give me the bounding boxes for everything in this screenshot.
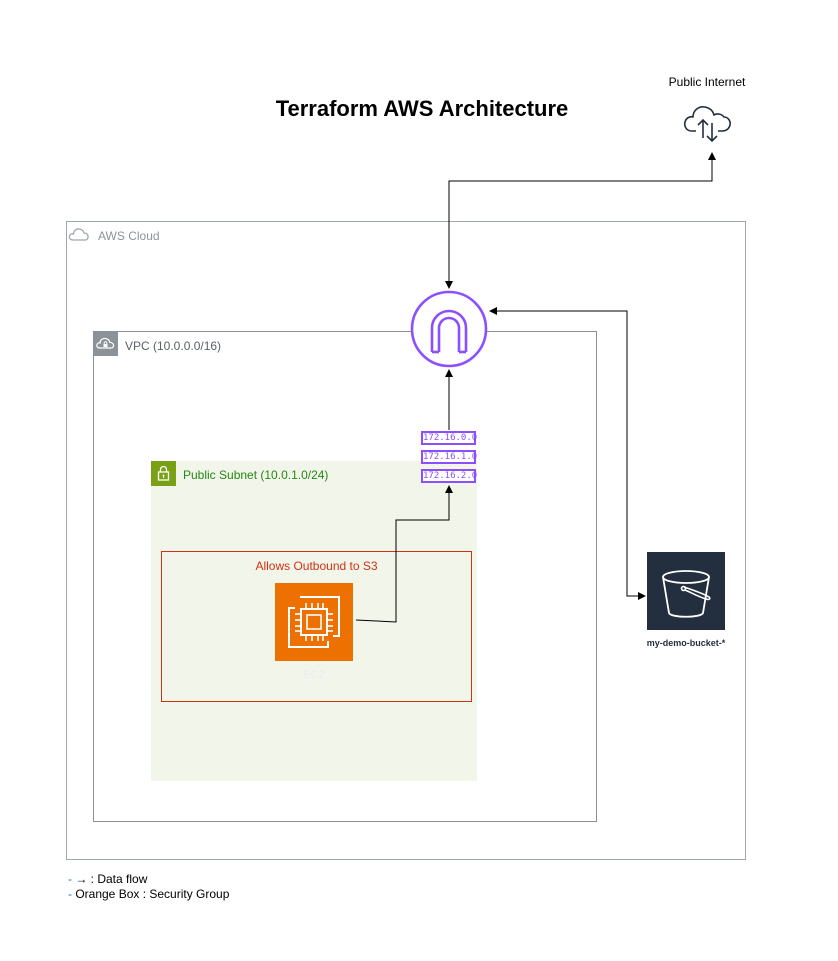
legend-text: → : Data flow <box>72 872 148 886</box>
security-group-box <box>161 551 472 702</box>
vpc-label: VPC (10.0.0.0/16) <box>125 339 222 353</box>
route-table-entry: 172.16.1.0 <box>421 450 478 464</box>
connector-internet-igw <box>445 152 716 289</box>
legend-bullet: - <box>68 887 72 901</box>
cloud-upload-download-icon <box>683 106 731 143</box>
public-subnet-label: Public Subnet (10.0.1.0/24) <box>183 468 329 482</box>
legend-item: - Orange Box : Security Group <box>68 887 229 901</box>
chip-icon[interactable] <box>275 583 353 661</box>
aws-cloud-group <box>66 221 746 860</box>
bucket-icon[interactable] <box>647 552 725 630</box>
internet-gateway-icon[interactable] <box>410 290 488 368</box>
public-internet-label: Public Internet <box>668 75 746 89</box>
padlock-icon <box>151 461 176 486</box>
route-table-entry: 172.16.0.0 <box>421 431 478 445</box>
diagram-title: Terraform AWS Architecture <box>275 96 569 121</box>
cloud-lock-icon <box>93 331 118 356</box>
security-group-label: Allows Outbound to S3 <box>255 559 378 573</box>
legend-text: Orange Box : Security Group <box>72 887 230 901</box>
legend-bullet: - <box>68 872 72 886</box>
s3-bucket-label: my-demo-bucket-* <box>646 638 726 648</box>
legend-item: - → : Data flow <box>68 872 147 886</box>
route-table-entry: 172.16.2.0 <box>421 469 478 483</box>
connector-igw-s3 <box>489 307 646 600</box>
aws-cloud-label: AWS Cloud <box>98 229 160 243</box>
connector-ec2-routetable <box>355 485 453 623</box>
cloud-icon <box>68 228 89 241</box>
ec2-label: EC2 <box>303 669 325 681</box>
